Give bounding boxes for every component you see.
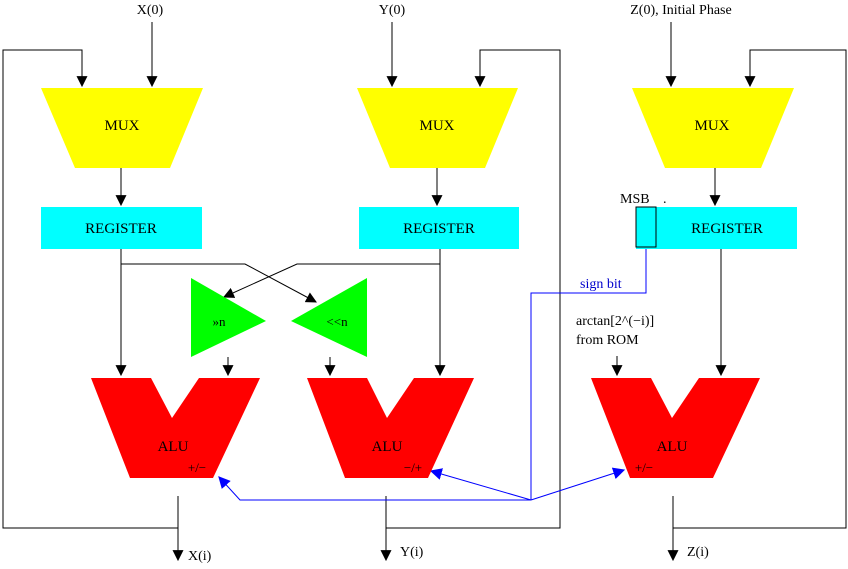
register-z: REGISTER <box>635 206 797 249</box>
alu-z-op: +/− <box>635 460 653 475</box>
register-x-label: REGISTER <box>85 221 157 237</box>
input-z0-label: Z(0), Initial Phase <box>630 3 731 18</box>
output-y-label: Y(i) <box>400 545 424 560</box>
msb-label: MSB <box>620 192 650 207</box>
input-x0-label: X(0) <box>137 3 164 18</box>
msb-bit <box>635 206 657 248</box>
mux-z: MUX <box>632 88 794 168</box>
alu-z-label: ALU <box>657 439 688 455</box>
shift-right-label: »n <box>213 314 227 329</box>
alu-x: ALU +/− <box>91 378 260 478</box>
mux-y: MUX <box>357 88 518 168</box>
alu-y-label: ALU <box>372 439 403 455</box>
alu-x-op: +/− <box>188 460 206 475</box>
output-z-label: Z(i) <box>687 545 709 560</box>
rom-line1: arctan[2^(−i)] <box>576 314 654 329</box>
alu-y: ALU −/+ <box>307 378 474 478</box>
wires <box>2 22 847 562</box>
output-x-label: X(i) <box>188 549 212 564</box>
mux-z-label: MUX <box>694 118 729 134</box>
register-x: REGISTER <box>41 207 202 249</box>
register-y-label: REGISTER <box>403 221 475 237</box>
mux-x-label: MUX <box>104 118 139 134</box>
alu-z: ALU +/− <box>591 378 760 478</box>
msb-dot: . <box>663 192 667 207</box>
mux-y-label: MUX <box>419 118 454 134</box>
mux-x: MUX <box>41 88 203 168</box>
alu-y-op: −/+ <box>404 460 422 475</box>
rom-line2: from ROM <box>576 333 639 348</box>
alu-x-label: ALU <box>158 439 189 455</box>
input-y0-label: Y(0) <box>379 3 406 18</box>
register-z-label: REGISTER <box>691 221 763 237</box>
sign-bit-label: sign bit <box>580 277 622 292</box>
register-y: REGISTER <box>359 207 519 249</box>
sign-bit-wires <box>218 247 647 501</box>
shift-left-label: <<n <box>326 314 348 329</box>
shifter-right: »n <box>191 278 266 357</box>
shifter-left: <<n <box>291 278 367 357</box>
